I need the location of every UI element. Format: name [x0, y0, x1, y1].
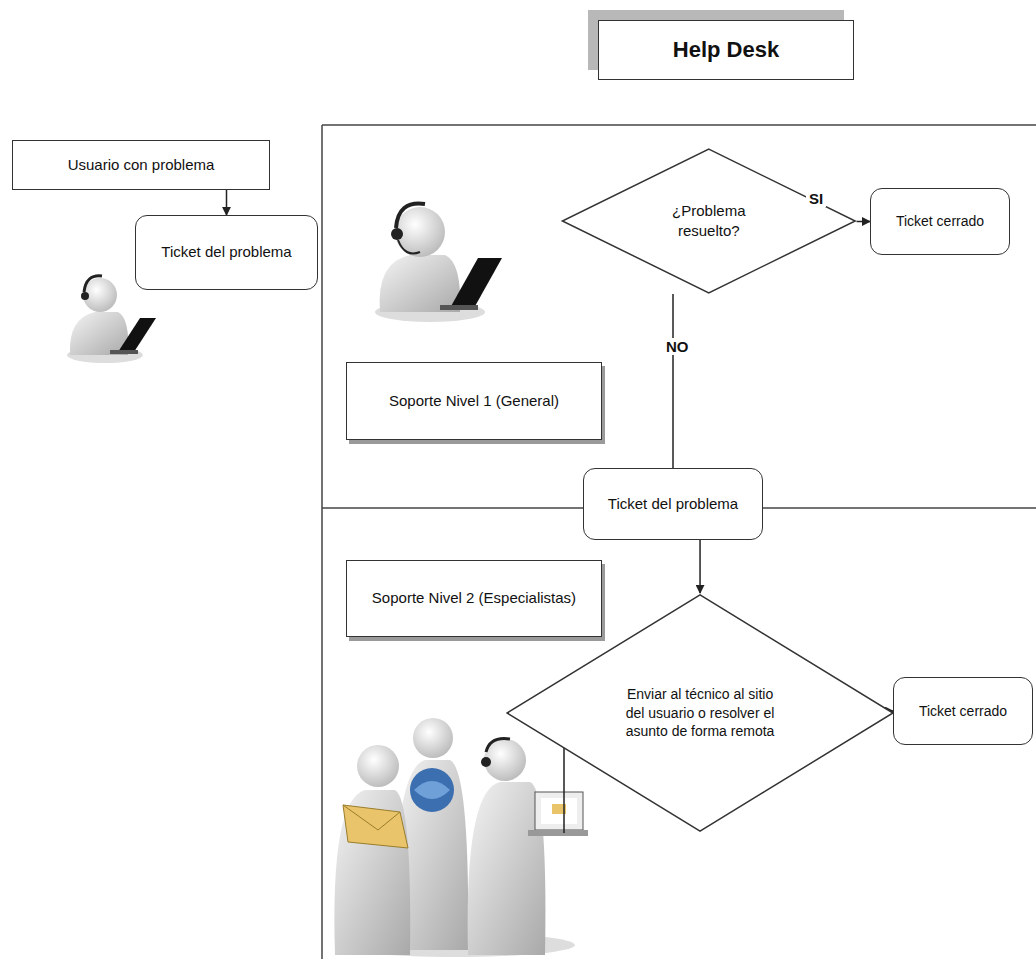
node-text: Soporte Nivel 1 (General)	[381, 387, 567, 415]
region-border	[322, 124, 1036, 126]
agent-figure	[375, 204, 502, 323]
node-text: ¿Problema resuelto?	[641, 197, 777, 246]
node-text: Ticket cerrado	[911, 698, 1015, 725]
node-text: Ticket cerrado	[888, 208, 992, 235]
title-box: Help Desk	[598, 20, 854, 80]
edge-label: SI	[806, 190, 826, 207]
closed-ticket-box: Ticket cerrado	[870, 188, 1010, 255]
region-border	[321, 125, 323, 959]
connector	[226, 190, 228, 215]
lane-label-box: Soporte Nivel 2 (Especialistas)	[346, 560, 602, 637]
connector	[857, 221, 870, 223]
decision-diamond: ¿Problema resuelto?	[560, 148, 858, 294]
connector	[672, 294, 674, 468]
user-box: Usuario con problema	[12, 140, 270, 190]
node-text: Soporte Nivel 2 (Especialistas)	[364, 584, 584, 612]
diamond-outline	[560, 148, 858, 294]
node-text: Ticket del problema	[600, 490, 746, 518]
title: Help Desk	[673, 37, 779, 63]
action-diamond: Enviar al técnico al sitio del usuario o…	[504, 593, 896, 833]
node-text: Usuario con problema	[60, 151, 223, 179]
specialist-team	[334, 718, 588, 957]
connector	[699, 540, 701, 593]
lane-label-box: Soporte Nivel 1 (General)	[346, 362, 602, 440]
node-text: Enviar al técnico al sitio del usuario o…	[610, 681, 791, 746]
ticket-box: Ticket del problema	[135, 215, 318, 290]
closed-ticket-box: Ticket cerrado	[893, 677, 1033, 745]
node-text: Ticket del problema	[153, 238, 299, 266]
edge-label: NO	[663, 338, 692, 355]
ticket-box: Ticket del problema	[583, 468, 763, 540]
